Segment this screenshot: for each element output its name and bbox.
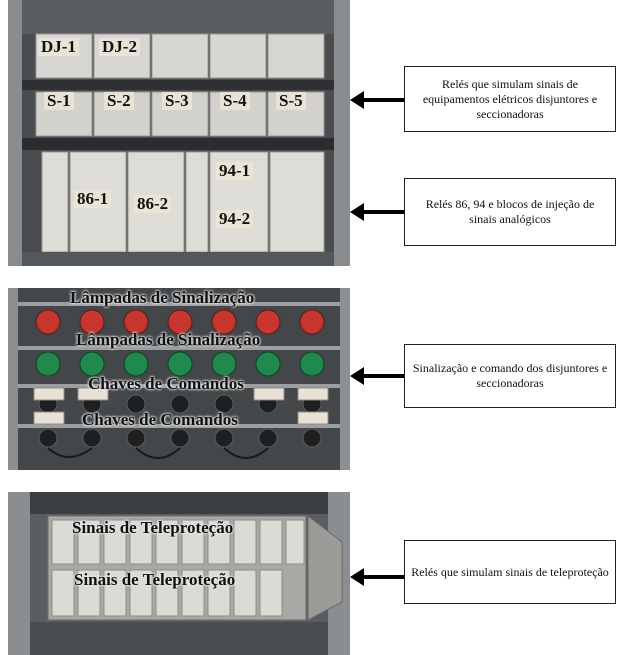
teleprotection-image bbox=[8, 492, 350, 655]
red-lamp bbox=[255, 309, 281, 335]
red-lamp bbox=[123, 309, 149, 335]
green-lamp bbox=[167, 351, 193, 377]
red-lamp bbox=[299, 309, 325, 335]
arrow-icon bbox=[350, 91, 404, 109]
relay-label-s1: S-1 bbox=[44, 92, 74, 110]
red-lamp bbox=[35, 309, 61, 335]
caption-text: Relés que simulam sinais de equipamentos… bbox=[422, 76, 598, 121]
relay-label-s5: S-5 bbox=[276, 92, 306, 110]
caption-text: Relés 86, 94 e blocos de injeção de sina… bbox=[425, 197, 595, 226]
red-lamp bbox=[167, 309, 193, 335]
arrow-icon bbox=[350, 568, 404, 586]
green-lamp bbox=[255, 351, 281, 377]
caption-box-relays-equipment: Relés que simulam sinais de equipamentos… bbox=[404, 66, 616, 132]
relay-label-s2: S-2 bbox=[104, 92, 134, 110]
arrow-icon bbox=[350, 367, 404, 385]
arrow-icon bbox=[350, 203, 404, 221]
relay-label-s4: S-4 bbox=[220, 92, 250, 110]
green-lamp bbox=[79, 351, 105, 377]
red-lamp bbox=[79, 309, 105, 335]
red-lamp bbox=[211, 309, 237, 335]
caption-text: Sinalização e comando dos disjuntores e … bbox=[412, 361, 608, 390]
green-lamp bbox=[123, 351, 149, 377]
relay-label-94-1: 94-1 bbox=[216, 162, 254, 180]
lamps-label: Lâmpadas de Sinalização bbox=[70, 288, 255, 307]
relay-label-86-2: 86-2 bbox=[134, 195, 172, 213]
caption-box-signaling: Sinalização e comando dos disjuntores e … bbox=[404, 344, 616, 408]
green-lamp bbox=[211, 351, 237, 377]
green-lamp bbox=[299, 351, 325, 377]
caption-text: Relés que simulam sinais de teleproteção bbox=[411, 564, 609, 579]
relay-label-94-2: 94-2 bbox=[216, 210, 254, 228]
signal-lamps-image bbox=[8, 288, 350, 470]
lamps-label: Lâmpadas de Sinalização bbox=[76, 330, 261, 349]
teleprotection-label: Sinais de Teleproteção bbox=[74, 570, 236, 589]
relay-label-dj2: DJ-2 bbox=[99, 38, 140, 56]
relay-label-s3: S-3 bbox=[162, 92, 192, 110]
switches-label: Chaves de Comandos bbox=[82, 410, 238, 429]
relay-label-dj1: DJ-1 bbox=[38, 38, 79, 56]
caption-box-relays-86-94: Relés 86, 94 e blocos de injeção de sina… bbox=[404, 178, 616, 246]
green-lamp bbox=[35, 351, 61, 377]
signal-lamps-photo bbox=[8, 288, 350, 470]
teleprotection-label: Sinais de Teleproteção bbox=[72, 518, 234, 537]
switches-label: Chaves de Comandos bbox=[88, 374, 244, 393]
relay-label-86-1: 86-1 bbox=[74, 190, 112, 208]
teleprotection-photo bbox=[8, 492, 350, 655]
caption-box-teleprotection: Relés que simulam sinais de teleproteção bbox=[404, 540, 616, 604]
